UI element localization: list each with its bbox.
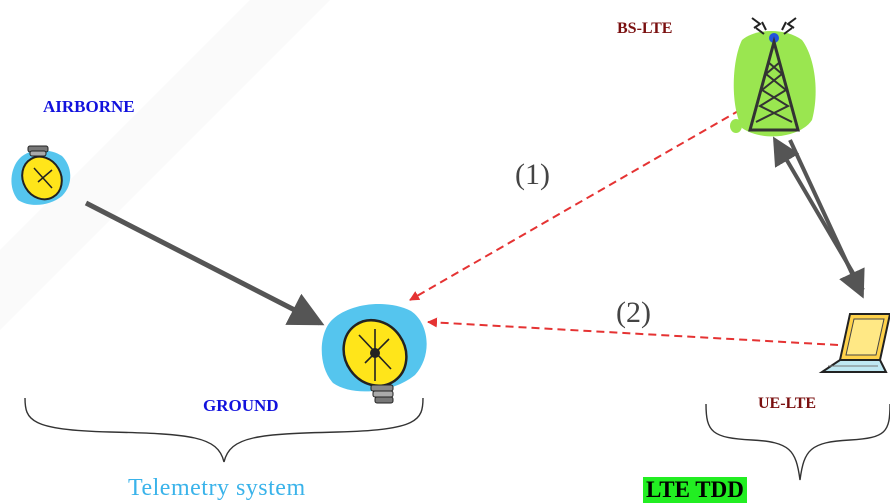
lte-brace: [705, 403, 890, 481]
background-band: [0, 0, 330, 330]
satellite-dish-icon: [321, 304, 427, 404]
ue-to-ground-dashed-arrow: [427, 317, 839, 346]
telemetry-system-label: Telemetry system: [128, 475, 306, 501]
bs-to-ground-dashed-arrow: [409, 109, 741, 301]
lte-tdd-label: LTE TDD: [643, 477, 747, 503]
radio-tower-icon: [730, 17, 816, 137]
telemetry-brace: [24, 397, 424, 463]
bs-lte-label: BS-LTE: [617, 20, 673, 37]
bs-to-ue-arrow: [788, 139, 865, 299]
path-2-label: (2): [616, 296, 651, 329]
airborne-to-ground-arrow: [84, 200, 325, 326]
path-1-label: (1): [515, 158, 550, 191]
ue-lte-label: UE-LTE: [758, 395, 817, 412]
airborne-label: AIRBORNE: [43, 97, 135, 116]
satellite-dish-icon: [11, 145, 71, 205]
ground-label: GROUND: [203, 396, 279, 415]
laptop-icon: [818, 313, 890, 373]
